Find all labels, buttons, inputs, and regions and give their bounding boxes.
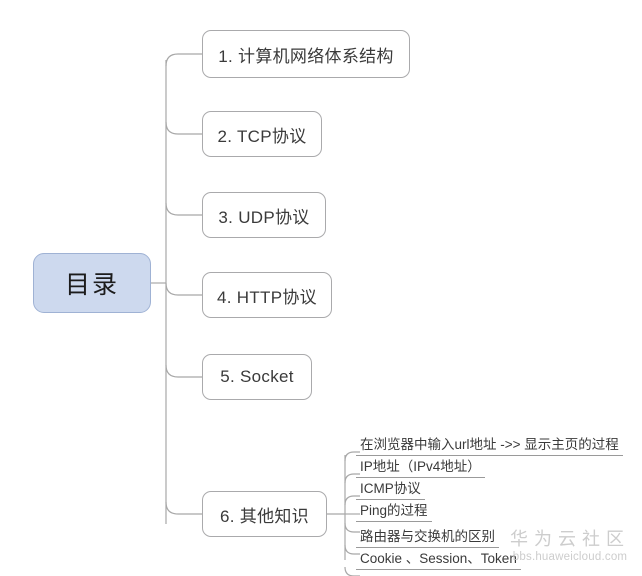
subitem-6[interactable]: Cookie 、Session、Token bbox=[356, 551, 521, 570]
branch-node-1-label: 1. 计算机网络体系结构 bbox=[218, 46, 394, 66]
branch-node-2-label: 2. TCP协议 bbox=[217, 126, 307, 146]
branch-node-1[interactable]: 1. 计算机网络体系结构 bbox=[202, 30, 410, 78]
branch-node-4[interactable]: 4. HTTP协议 bbox=[202, 272, 332, 318]
subitem-3[interactable]: ICMP协议 bbox=[356, 481, 425, 500]
watermark: 华为云社区 bbs.huaweicloud.com bbox=[505, 528, 635, 565]
subitem-5[interactable]: 路由器与交换机的区别 bbox=[356, 529, 499, 548]
branch-node-3-label: 3. UDP协议 bbox=[218, 207, 310, 227]
subitem-2[interactable]: IP地址（IPv4地址） bbox=[356, 459, 485, 478]
subitem-4[interactable]: Ping的过程 bbox=[356, 503, 432, 522]
branch-node-5[interactable]: 5. Socket bbox=[202, 354, 312, 400]
watermark-title: 华为云社区 bbox=[510, 529, 630, 549]
subitem-1[interactable]: 在浏览器中输入url地址 ->> 显示主页的过程 bbox=[356, 437, 623, 456]
branch-node-6-label: 6. 其他知识 bbox=[219, 506, 309, 526]
branch-node-6[interactable]: 6. 其他知识 bbox=[202, 491, 327, 537]
branch-node-2[interactable]: 2. TCP协议 bbox=[202, 111, 322, 157]
branch-node-4-label: 4. HTTP协议 bbox=[217, 287, 317, 307]
root-node-label: 目录 bbox=[64, 271, 119, 299]
watermark-url: bbs.huaweicloud.com bbox=[512, 551, 628, 563]
branch-node-5-label: 5. Socket bbox=[220, 367, 294, 386]
branch-node-3[interactable]: 3. UDP协议 bbox=[202, 192, 326, 238]
root-node-catalog[interactable]: 目录 bbox=[33, 253, 151, 313]
